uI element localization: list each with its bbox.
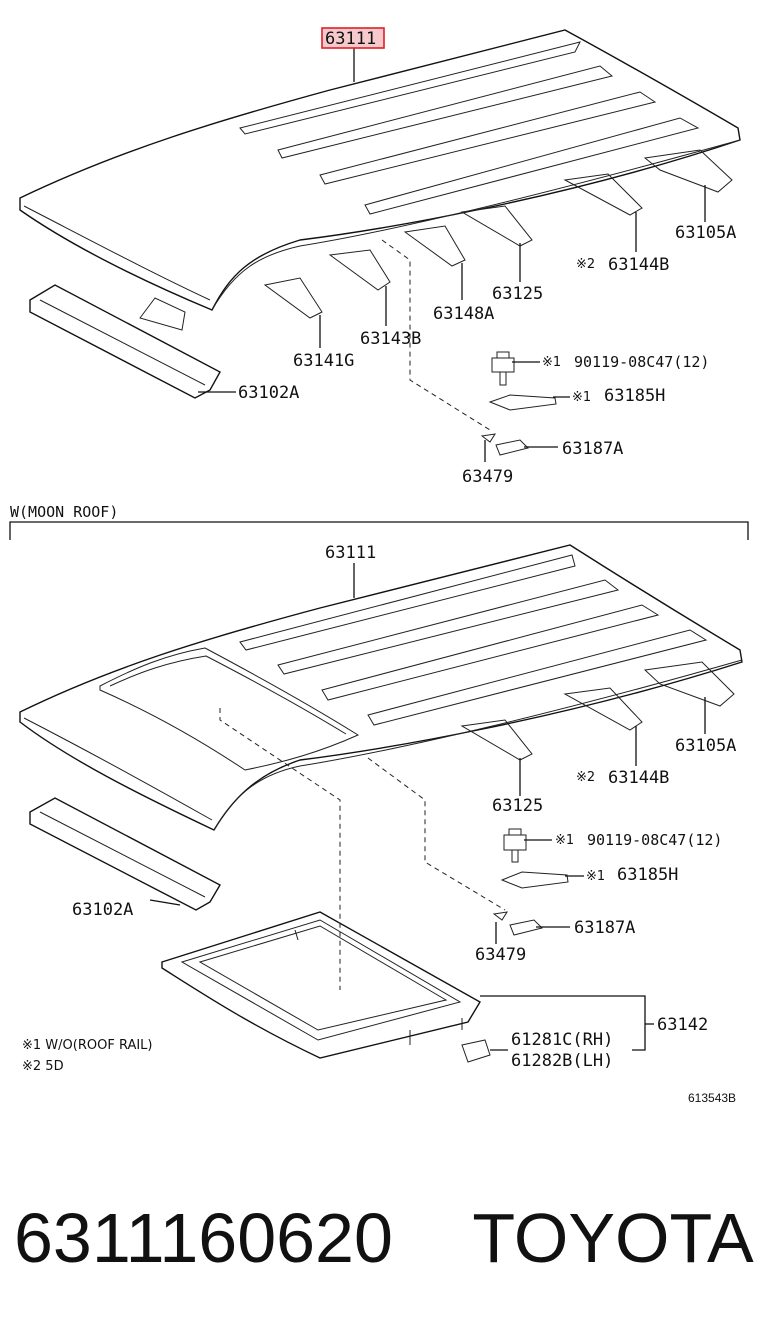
fasteners-top bbox=[480, 351, 557, 456]
label-roof-panel: 63111 bbox=[325, 29, 376, 49]
top-assembly: 63111 63105A ※2 63144B 63125 63148A 6314… bbox=[19, 27, 741, 487]
leaders-moon bbox=[149, 563, 706, 1051]
label-front-header-moon: 63102A bbox=[72, 900, 133, 920]
link-dash-top bbox=[381, 239, 491, 431]
label-clip: 63187A bbox=[562, 439, 623, 459]
label-clip-small-moon: 63479 bbox=[475, 945, 526, 965]
section-bracket bbox=[9, 521, 749, 540]
label-clip-moon: 63187A bbox=[574, 918, 635, 938]
label-bracket-moon: 63185H bbox=[617, 865, 678, 885]
label-rear-header-moon: 63105A bbox=[675, 736, 736, 756]
label-bolt-moon: 90119-08C47(12) bbox=[587, 831, 722, 849]
label-bow-front: 63141G bbox=[293, 351, 354, 371]
part-number: 6311160620 bbox=[14, 1199, 393, 1277]
mark-bracket-moon: ※1 bbox=[586, 869, 605, 884]
section-title: W(MOON ROOF) bbox=[10, 503, 118, 521]
roof-panel-top bbox=[19, 29, 741, 311]
label-bow-5d-moon: 63144B bbox=[608, 768, 669, 788]
fasteners-moon bbox=[461, 828, 569, 1063]
brand-name: TOYOTA bbox=[472, 1199, 754, 1277]
roof-panel-moon bbox=[19, 544, 743, 831]
front-header-top bbox=[29, 284, 221, 399]
leaders-top bbox=[198, 48, 706, 462]
roof-bows-moon bbox=[460, 661, 735, 761]
front-header-moon bbox=[29, 797, 221, 911]
label-clip-small: 63479 bbox=[462, 467, 513, 487]
footer: 6311160620 TOYOTA bbox=[14, 1188, 754, 1288]
mark-bow-5d: ※2 bbox=[576, 257, 595, 272]
mark-bolt-moon: ※1 bbox=[555, 833, 574, 848]
label-front-header: 63102A bbox=[238, 383, 299, 403]
link-dash-moon-center bbox=[219, 708, 341, 990]
highlight-box bbox=[321, 27, 385, 49]
reference-code: 613543B bbox=[688, 1091, 736, 1105]
label-bow-center-moon: 63125 bbox=[492, 796, 543, 816]
moon-roof-assembly: W(MOON ROOF) bbox=[9, 503, 749, 1071]
label-sunroof-frame: 63142 bbox=[657, 1015, 708, 1035]
label-bracket: 63185H bbox=[604, 386, 665, 406]
roof-bows-top bbox=[263, 149, 733, 319]
label-bow-center: 63125 bbox=[492, 284, 543, 304]
note-5d: ※2 5D bbox=[22, 1059, 64, 1074]
label-bow-148: 63148A bbox=[433, 304, 494, 324]
label-roof-panel-moon: 63111 bbox=[325, 543, 376, 563]
label-bow-143: 63143B bbox=[360, 329, 421, 349]
label-reinforcement-lh: 61282B(LH) bbox=[511, 1051, 613, 1071]
label-reinforcement-rh: 61281C(RH) bbox=[511, 1030, 613, 1050]
link-dash-moon-side bbox=[367, 757, 506, 911]
label-rear-header: 63105A bbox=[675, 223, 736, 243]
label-bow-5d: 63144B bbox=[608, 255, 669, 275]
mark-bow-5d-moon: ※2 bbox=[576, 770, 595, 785]
mark-bolt: ※1 bbox=[542, 355, 561, 370]
label-bolt: 90119-08C47(12) bbox=[574, 353, 709, 371]
mark-bracket: ※1 bbox=[572, 390, 591, 405]
sunroof-frame bbox=[161, 911, 481, 1059]
note-roof-rail: ※1 W/O(ROOF RAIL) bbox=[22, 1038, 153, 1053]
